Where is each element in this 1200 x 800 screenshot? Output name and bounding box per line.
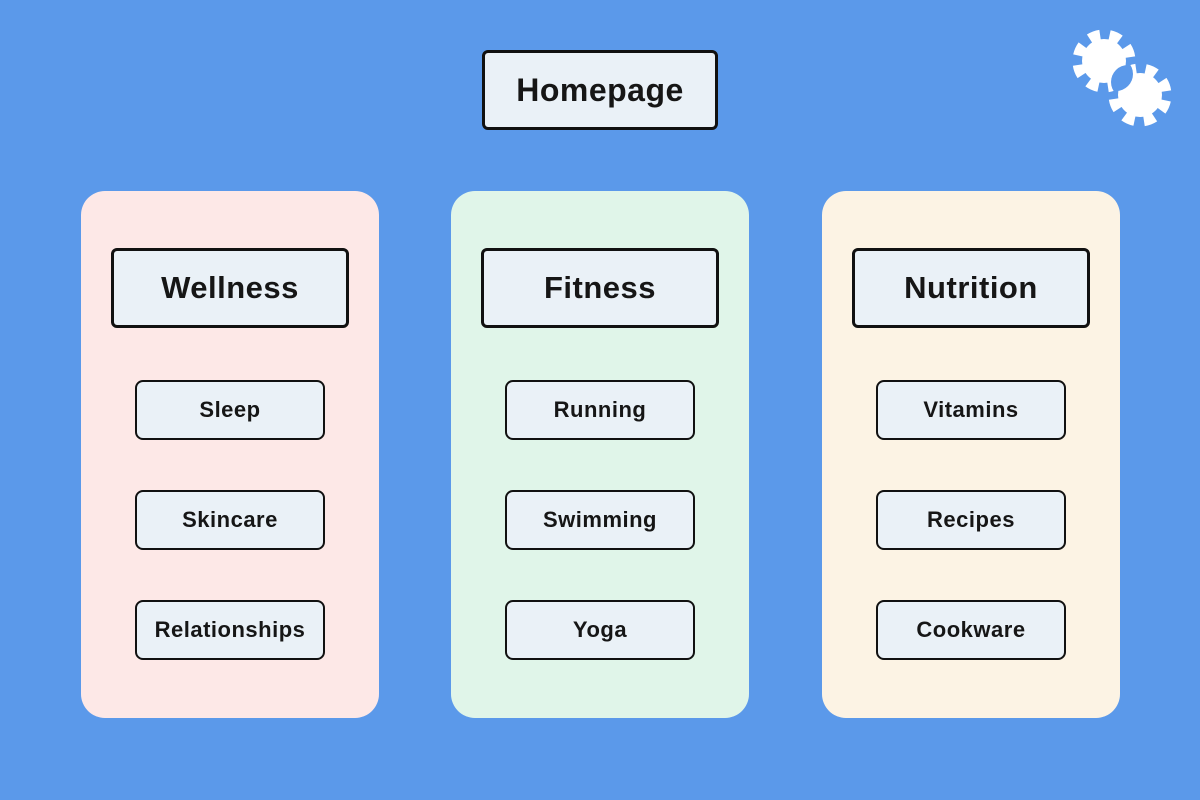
node-wellness[interactable]: Wellness: [111, 248, 349, 328]
category-card-wellness: Wellness Sleep Skincare Relationships: [81, 191, 379, 718]
node-yoga-label: Yoga: [572, 617, 628, 642]
node-homepage-label: Homepage: [516, 71, 684, 108]
node-wellness-label: Wellness: [161, 270, 299, 305]
node-recipes[interactable]: Recipes: [876, 490, 1066, 550]
node-running[interactable]: Running: [505, 380, 695, 440]
node-nutrition[interactable]: Nutrition: [852, 248, 1090, 328]
node-recipes-label: Recipes: [927, 507, 1015, 532]
node-nutrition-label: Nutrition: [904, 270, 1038, 305]
node-vitamins[interactable]: Vitamins: [876, 380, 1066, 440]
node-skincare[interactable]: Skincare: [135, 490, 325, 550]
node-homepage[interactable]: Homepage: [482, 50, 718, 130]
node-swimming[interactable]: Swimming: [505, 490, 695, 550]
node-vitamins-label: Vitamins: [923, 397, 1019, 422]
gears-logo-icon: [1072, 28, 1172, 128]
node-sleep-label: Sleep: [199, 397, 261, 422]
node-running-label: Running: [553, 397, 647, 422]
node-yoga[interactable]: Yoga: [505, 600, 695, 660]
node-cookware[interactable]: Cookware: [876, 600, 1066, 660]
node-relationships[interactable]: Relationships: [135, 600, 325, 660]
node-swimming-label: Swimming: [542, 507, 657, 532]
node-cookware-label: Cookware: [916, 617, 1026, 642]
node-fitness-label: Fitness: [543, 270, 657, 305]
category-card-fitness: Fitness Running Swimming Yoga: [451, 191, 749, 718]
node-fitness[interactable]: Fitness: [481, 248, 719, 328]
node-relationships-label: Relationships: [154, 617, 306, 642]
node-skincare-label: Skincare: [182, 507, 278, 532]
category-card-nutrition: Nutrition Vitamins Recipes Cookware: [822, 191, 1120, 718]
node-sleep[interactable]: Sleep: [135, 380, 325, 440]
